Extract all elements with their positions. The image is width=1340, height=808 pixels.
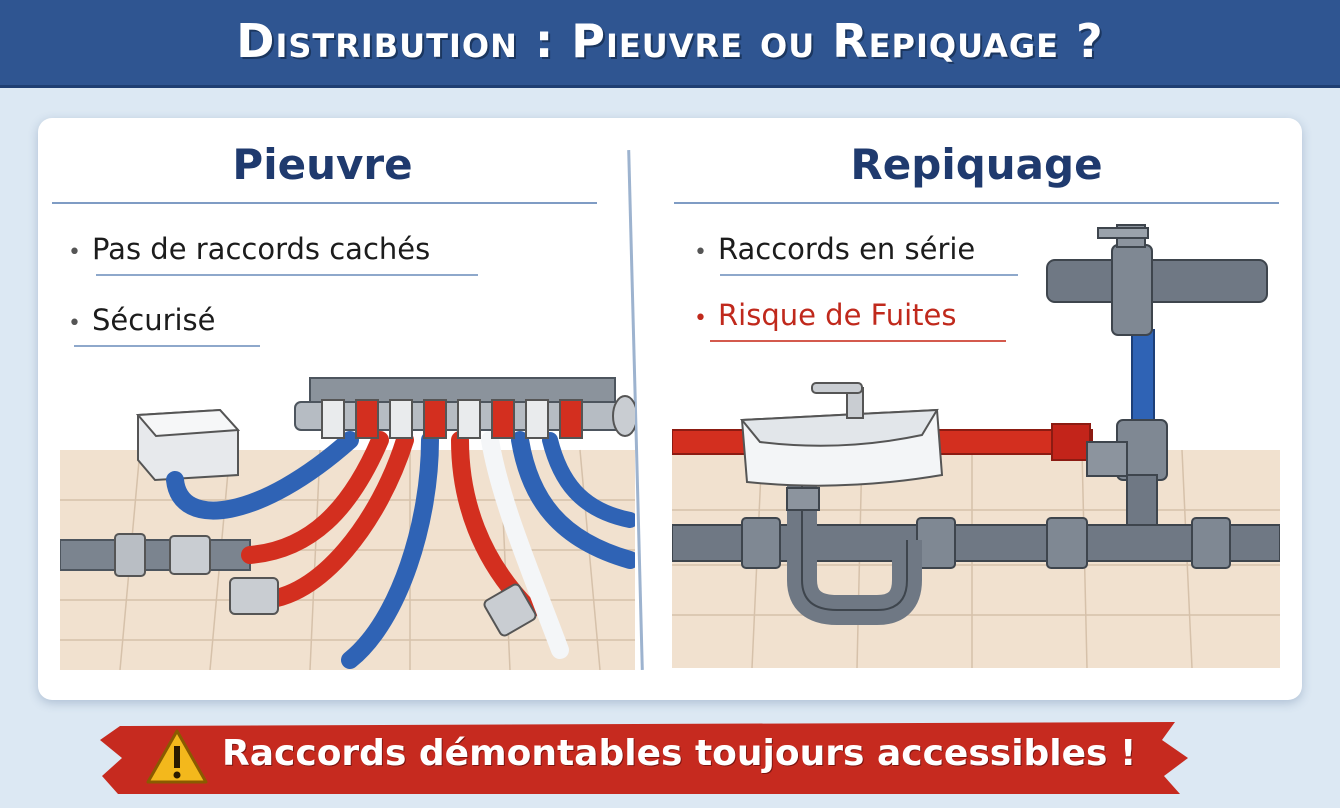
bullet-text: Raccords en série [718, 232, 976, 266]
valve-body [1046, 259, 1268, 303]
supply-fitting [169, 535, 211, 575]
bullet-underline [710, 340, 1006, 342]
repiquage-title: Repiquage [850, 140, 1103, 189]
page-title: Distribution : Pieuvre ou Repiquage ? [236, 14, 1104, 68]
bullet-underline [74, 345, 260, 347]
banner-shape [100, 722, 1188, 794]
cold-pipe [1131, 329, 1155, 431]
bullet-dot: • [68, 240, 81, 265]
pieuvre-bullet-1: • Pas de raccords cachés [68, 232, 430, 266]
page-header: Distribution : Pieuvre ou Repiquage ? [0, 0, 1340, 88]
pieuvre-title-rule [52, 202, 597, 204]
warning-banner [100, 722, 1188, 794]
pieuvre-illustration [60, 377, 635, 670]
bullet-text: Pas de raccords cachés [92, 232, 431, 266]
supply-fitting [114, 533, 146, 577]
pieuvre-bullet-2: • Sécurisé [68, 303, 216, 337]
warning-banner-text: Raccords démontables toujours accessible… [222, 733, 1137, 774]
manifold-outlets [321, 399, 583, 439]
bullet-dot: • [694, 306, 707, 331]
bullet-underline [720, 274, 1018, 276]
pieuvre-title: Pieuvre [232, 140, 413, 189]
bullet-text: Sécurisé [92, 303, 216, 337]
repiquage-bullet-2: • Risque de Fuites [694, 298, 957, 332]
hose-fitting [483, 583, 537, 637]
supply-pipe [60, 539, 251, 571]
bullet-dot: • [68, 311, 81, 336]
hose-fitting [229, 577, 279, 615]
repiquage-bullet-1: • Raccords en série [694, 232, 975, 266]
repiquage-illustration [672, 224, 1280, 668]
repiquage-title-rule [674, 202, 1279, 204]
bullet-underline [96, 274, 478, 276]
warning-icon [146, 729, 208, 784]
bullet-text: Risque de Fuites [718, 298, 957, 332]
bullet-dot: • [694, 240, 707, 265]
